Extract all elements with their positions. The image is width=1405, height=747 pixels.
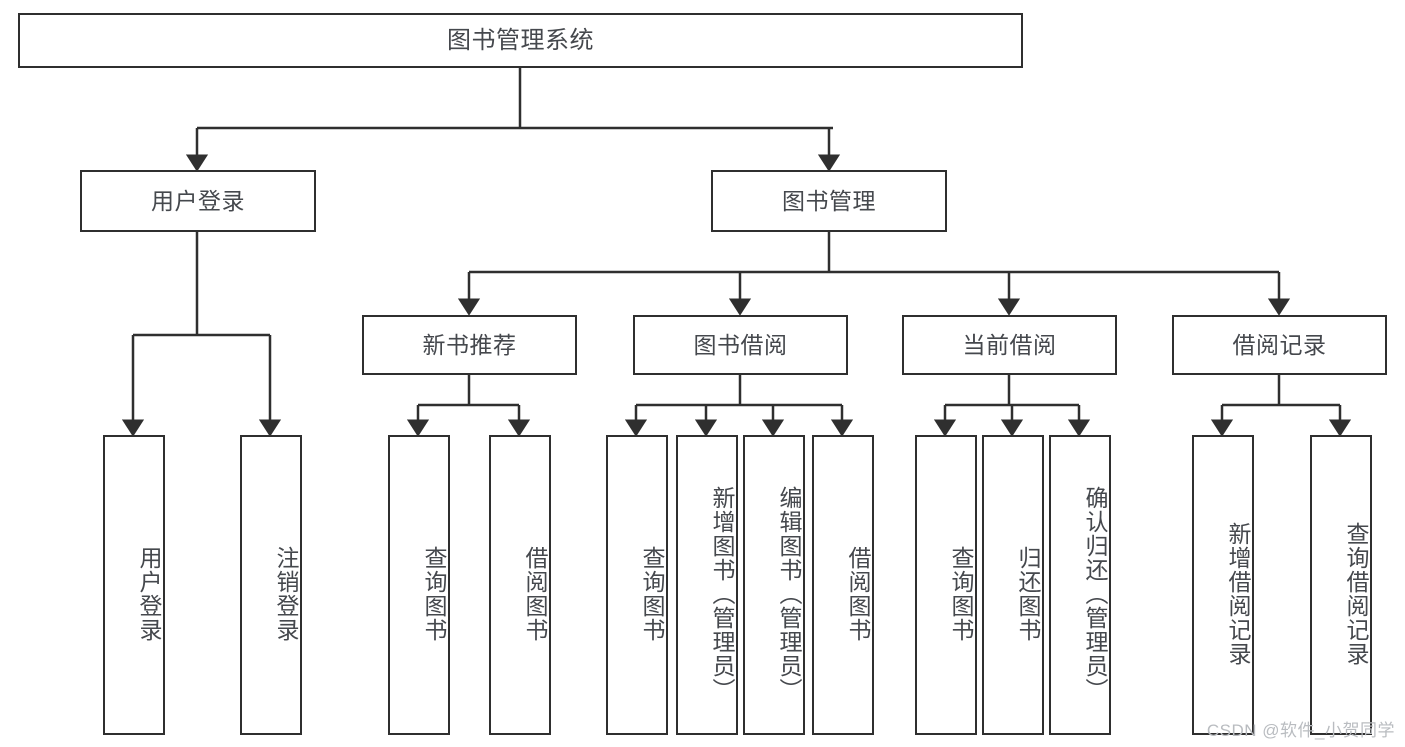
leaf-recommend-query-book[interactable]: 查询图书 <box>388 435 450 735</box>
leaf-user-login[interactable]: 用户登录 <box>103 435 165 735</box>
leaf-current-return-book[interactable]: 归还图书 <box>982 435 1044 735</box>
leaf-label: 注销登录 <box>273 546 299 642</box>
node-current-borrow[interactable]: 当前借阅 <box>902 315 1117 375</box>
leaf-label: 借阅图书 <box>845 546 871 642</box>
leaf-user-logout[interactable]: 注销登录 <box>240 435 302 735</box>
leaf-borrow-add-book-admin[interactable]: 新增图书（管理员） <box>676 435 738 735</box>
leaf-label: 新增借阅记录 <box>1225 522 1251 666</box>
csdn-watermark: CSDN @软件_小贺同学 <box>1206 721 1395 740</box>
leaf-label: 查询图书 <box>948 546 974 642</box>
node-new-book-recommend[interactable]: 新书推荐 <box>362 315 577 375</box>
node-borrow-record[interactable]: 借阅记录 <box>1172 315 1387 375</box>
leaf-label: 用户登录 <box>136 546 162 642</box>
node-user-login[interactable]: 用户登录 <box>80 170 316 232</box>
leaf-label: 查询借阅记录 <box>1343 522 1369 666</box>
leaf-label: 查询图书 <box>639 546 665 642</box>
leaf-label: 新增图书（管理员） <box>709 486 735 702</box>
node-book-borrow[interactable]: 图书借阅 <box>633 315 848 375</box>
node-root-system[interactable]: 图书管理系统 <box>18 13 1023 68</box>
leaf-record-add-borrow-record[interactable]: 新增借阅记录 <box>1192 435 1254 735</box>
leaf-record-query-borrow-record[interactable]: 查询借阅记录 <box>1310 435 1372 735</box>
leaf-label: 归还图书 <box>1015 546 1041 642</box>
leaf-current-query-book[interactable]: 查询图书 <box>915 435 977 735</box>
leaf-label: 查询图书 <box>421 546 447 642</box>
leaf-borrow-query-book[interactable]: 查询图书 <box>606 435 668 735</box>
leaf-current-confirm-return-admin[interactable]: 确认归还（管理员） <box>1049 435 1111 735</box>
leaf-label: 借阅图书 <box>522 546 548 642</box>
leaf-borrow-edit-book-admin[interactable]: 编辑图书（管理员） <box>743 435 805 735</box>
node-book-management[interactable]: 图书管理 <box>711 170 947 232</box>
leaf-label: 确认归还（管理员） <box>1082 486 1108 702</box>
leaf-label: 编辑图书（管理员） <box>776 486 802 702</box>
leaf-recommend-borrow-book[interactable]: 借阅图书 <box>489 435 551 735</box>
leaf-borrow-borrow-book[interactable]: 借阅图书 <box>812 435 874 735</box>
